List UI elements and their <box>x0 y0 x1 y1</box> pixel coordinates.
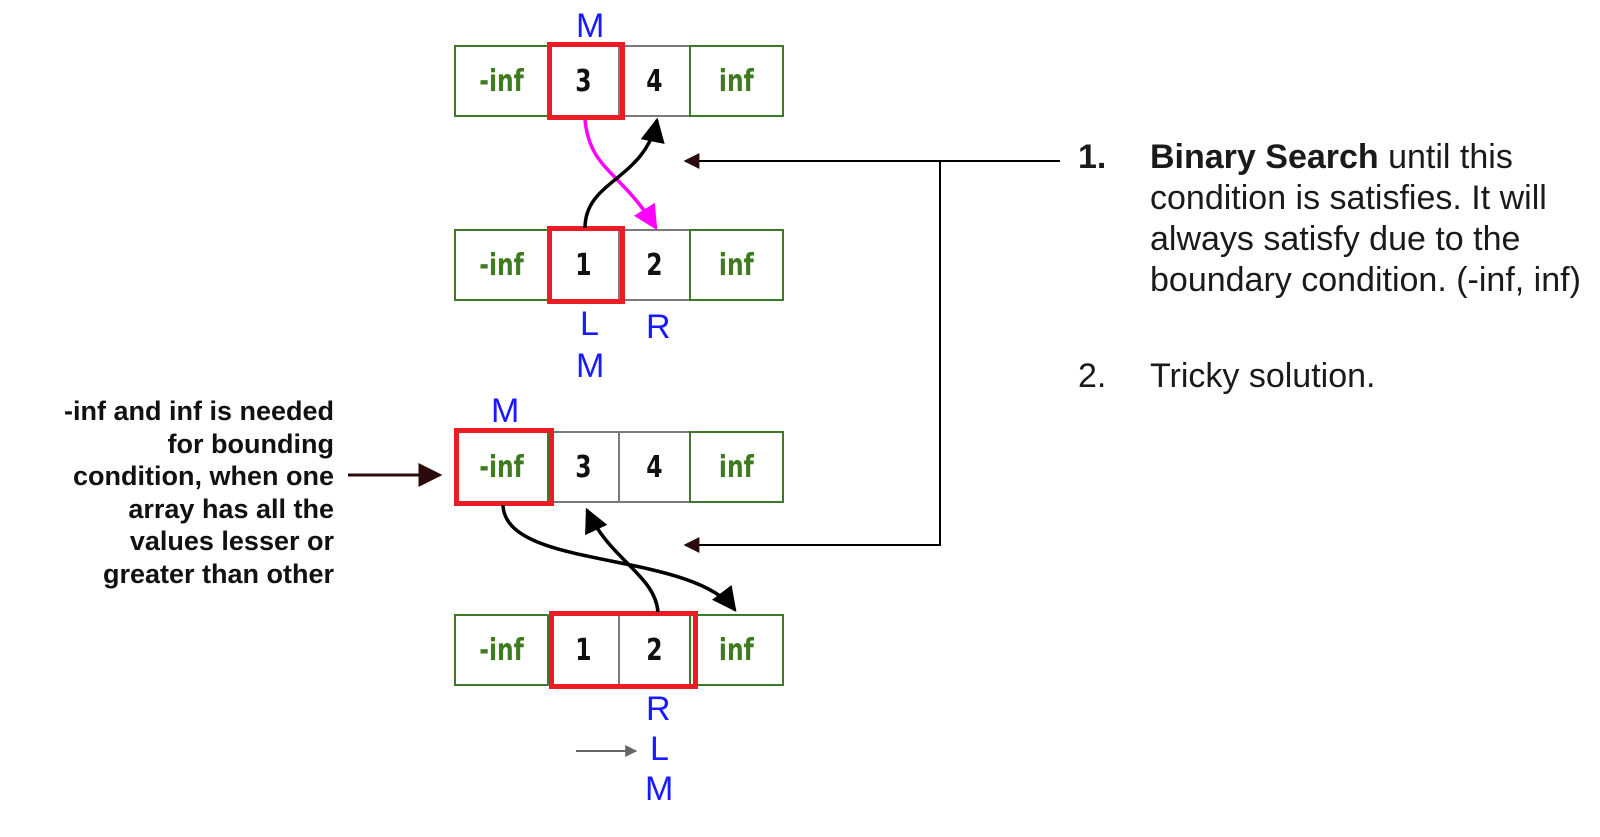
note-line: greater than other <box>102 558 334 589</box>
step-bold: Binary Search <box>1150 138 1379 176</box>
connector-line <box>683 160 1060 553</box>
array-row-3: -inf 3 4 inf <box>454 431 784 503</box>
array-row-4: -inf 1 2 inf <box>454 614 784 686</box>
swap-arrow-black <box>501 504 737 612</box>
pointer-label-m: M <box>645 770 674 808</box>
cell-inf: inf <box>689 229 784 301</box>
cell-inf: inf <box>689 614 784 686</box>
note-line: condition, when one <box>73 461 334 491</box>
swap-arrow-black <box>585 507 660 613</box>
step-text: Tricky solution. <box>1150 356 1600 397</box>
pointer-label-l: L <box>650 730 669 768</box>
swap-arrow-magenta <box>583 119 658 231</box>
note-line: for bounding <box>167 428 334 459</box>
pointer-label-r: R <box>646 308 671 346</box>
pointer-label-m: M <box>576 347 605 385</box>
step-body: until this condition is satisfies. It wi… <box>1150 138 1581 299</box>
pointer-label-m: M <box>576 7 605 45</box>
step-number: 2. <box>1078 357 1107 395</box>
step-number: 1. <box>1078 138 1107 176</box>
pointer-label-r: R <box>646 690 671 728</box>
step-body: Tricky solution. <box>1150 357 1376 395</box>
pointer-label-m: M <box>491 392 520 430</box>
cell-inf: inf <box>689 431 784 503</box>
step-text: Binary Search until this condition is sa… <box>1150 137 1600 301</box>
swap-arrow-black <box>583 117 665 229</box>
note-line: -inf and inf is needed <box>63 396 334 426</box>
bounding-note: -inf and inf is needed for bounding cond… <box>10 395 334 590</box>
note-line: values lesser or <box>129 526 334 556</box>
note-line: array has all the <box>128 493 334 524</box>
pointer-label-l: L <box>580 305 599 343</box>
cell-inf: inf <box>689 45 784 117</box>
cell-neg-inf: -inf <box>454 614 549 686</box>
